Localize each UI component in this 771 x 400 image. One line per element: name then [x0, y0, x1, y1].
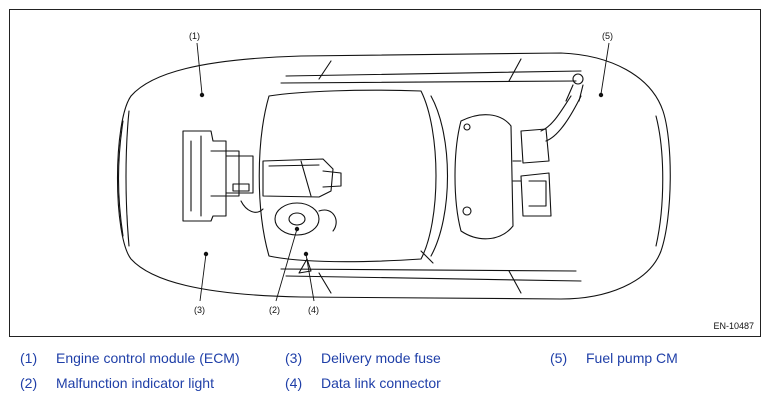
- leader-line-4: [305, 253, 315, 302]
- legend-label: Fuel pump CM: [586, 350, 678, 366]
- legend-label: Engine control module (ECM): [56, 350, 240, 366]
- legend-num: (3): [285, 350, 303, 366]
- cabin-outline: [258, 89, 437, 263]
- callout-dot-5: [598, 92, 604, 98]
- steering-wheel: [274, 202, 320, 236]
- leader-line-2: [275, 228, 298, 302]
- engine-assembly: [182, 130, 227, 222]
- callout-dot-4: [303, 251, 309, 257]
- leader-line-3: [199, 253, 207, 302]
- legend-item-1: (1) Engine control module (ECM): [20, 350, 240, 366]
- figure-id: EN-10487: [713, 321, 754, 331]
- car-top-view-diagram: [116, 42, 671, 302]
- callout-label-4: (4): [308, 305, 319, 315]
- fuel-pump-assembly: [520, 128, 550, 164]
- fuel-tank: [454, 114, 514, 240]
- legend-item-2: (2) Malfunction indicator light: [20, 375, 214, 391]
- leader-line-5: [600, 42, 610, 95]
- legend-item-5: (5) Fuel pump CM: [550, 350, 678, 366]
- car-body-outline: [116, 52, 671, 300]
- dashboard: [262, 158, 334, 198]
- legend-label: Malfunction indicator light: [56, 375, 214, 391]
- callout-dot-2: [294, 226, 300, 232]
- callout-dot-1: [199, 92, 205, 98]
- legend: (1) Engine control module (ECM) (2) Malfun…: [0, 344, 771, 400]
- legend-num: (1): [20, 350, 38, 366]
- legend-item-4: (4) Data link connector: [285, 375, 441, 391]
- legend-label: Delivery mode fuse: [321, 350, 441, 366]
- legend-num: (2): [20, 375, 38, 391]
- callout-dot-3: [203, 251, 209, 257]
- legend-num: (5): [550, 350, 568, 366]
- callout-label-5: (5): [602, 31, 613, 41]
- filler-neck: [572, 73, 584, 85]
- legend-num: (4): [285, 375, 303, 391]
- callout-label-1: (1): [189, 31, 200, 41]
- legend-label: Data link connector: [321, 375, 441, 391]
- figure-frame: (1) (5) (3) (2) (4) EN-10487: [9, 9, 761, 337]
- callout-label-3: (3): [194, 305, 205, 315]
- callout-label-2: (2): [269, 305, 280, 315]
- legend-item-3: (3) Delivery mode fuse: [285, 350, 441, 366]
- leader-line-1: [196, 42, 203, 95]
